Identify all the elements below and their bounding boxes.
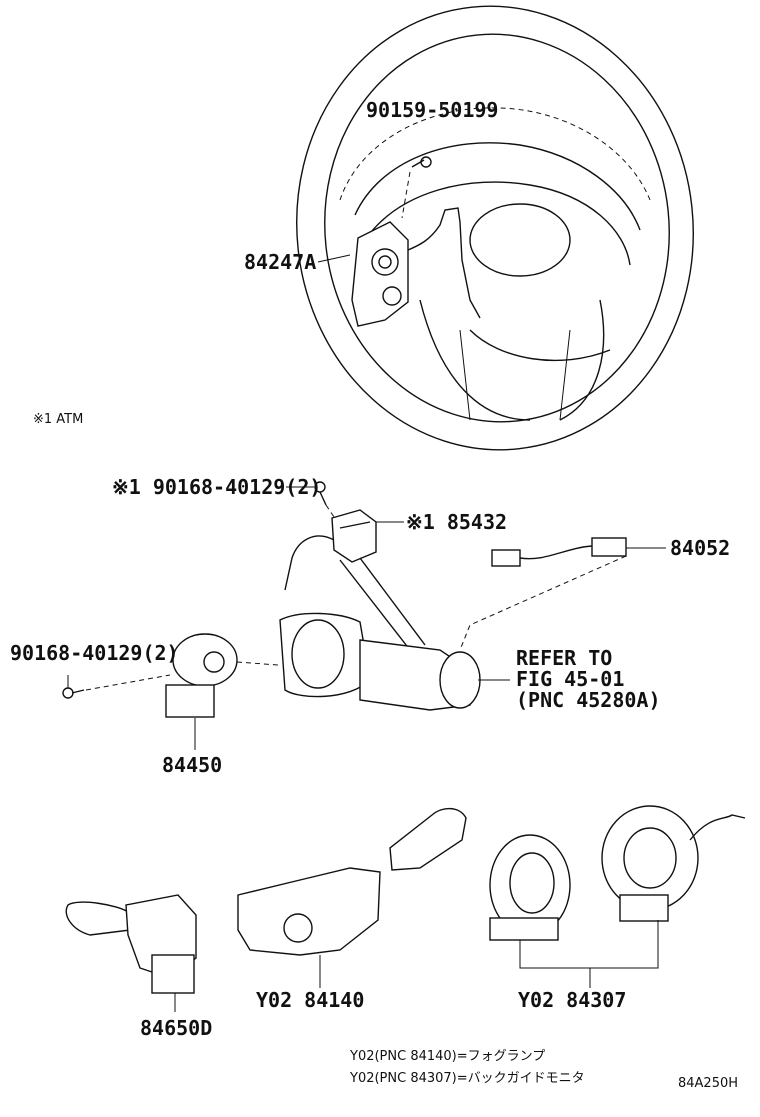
ignition-switch-drawing bbox=[165, 633, 279, 750]
label-bolt-90159-50199: 90159-50199 bbox=[366, 98, 499, 122]
label-note-atm: ※1 ATM bbox=[33, 412, 84, 427]
label-steering-switch-84247a: 84247A bbox=[244, 250, 317, 274]
label-ignition-switch-84450: 84450 bbox=[162, 753, 223, 777]
label-spiral-cable-84307: Y02 84307 bbox=[518, 988, 627, 1012]
wiper-switch-drawing bbox=[65, 894, 197, 1012]
headlamp-switch-drawing bbox=[237, 807, 467, 988]
ref-line-1: REFER TO bbox=[516, 646, 613, 670]
ref-line-3: (PNC 45280A) bbox=[516, 688, 661, 712]
spiral-cable-drawing bbox=[489, 805, 746, 988]
label-screw-top: ※1 90168-40129(2) bbox=[112, 475, 322, 499]
footnote-84140: Y02(PNC 84140)=フォグランプ bbox=[350, 1049, 546, 1064]
bolt-90159-drawing bbox=[401, 156, 432, 219]
wire-84052-drawing bbox=[459, 537, 666, 651]
label-sensor-85432: ※1 85432 bbox=[406, 510, 508, 534]
label-headlamp-switch-84140: Y02 84140 bbox=[256, 988, 365, 1012]
screw-top-drawing bbox=[286, 481, 337, 521]
steering-column-drawing bbox=[279, 557, 510, 711]
label-wiper-switch-84650d: 84650D bbox=[140, 1016, 213, 1040]
yaw-sensor-drawing bbox=[284, 509, 404, 591]
screw-left-drawing bbox=[62, 674, 171, 699]
steering-pad-switch-drawing bbox=[317, 207, 481, 327]
footnote-84307: Y02(PNC 84307)=バックガイドモニタ bbox=[350, 1071, 585, 1086]
figure-code: 84A250H bbox=[678, 1076, 739, 1091]
ref-line-2: FIG 45-01 bbox=[516, 667, 625, 691]
steering-wheel-drawing bbox=[296, 5, 694, 451]
label-refer-to: REFER TO FIG 45-01 (PNC 45280A) bbox=[516, 648, 661, 711]
label-screw-left: 90168-40129(2) bbox=[10, 641, 179, 665]
label-wire-84052: 84052 bbox=[670, 536, 731, 560]
